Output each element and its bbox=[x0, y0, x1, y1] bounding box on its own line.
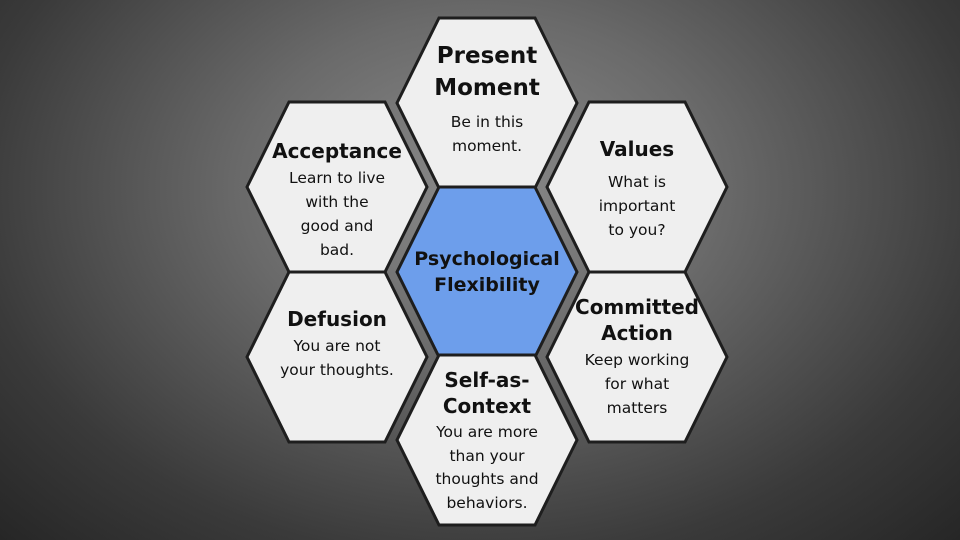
acceptance-description: Learn to live with the good and bad. bbox=[288, 169, 386, 259]
hexagon-shape bbox=[395, 353, 579, 527]
hexagon-shape bbox=[545, 270, 729, 444]
center-title: Psychological Flexibility bbox=[414, 248, 560, 296]
hex-values: Values What is important to you? bbox=[545, 100, 729, 274]
hex-self-as-context: Self-as- Context You are more than your … bbox=[395, 353, 579, 527]
defusion-description: You are not your thoughts. bbox=[280, 337, 394, 379]
hex-present-moment: Present Moment Be in this moment. bbox=[395, 16, 579, 190]
present-moment-title: Present Moment bbox=[434, 43, 540, 101]
self-as-context-title: Self-as- Context bbox=[442, 368, 532, 418]
hex-committed-action: Committed Action Keep working for what m… bbox=[545, 270, 729, 444]
committed-action-title: Committed Action bbox=[575, 295, 699, 345]
committed-action-description: Keep working for what matters bbox=[584, 351, 690, 417]
acceptance-title: Acceptance bbox=[272, 139, 402, 163]
self-as-context-description: You are more than your thoughts and beha… bbox=[435, 423, 539, 512]
values-description: What is important to you? bbox=[598, 173, 676, 239]
values-title: Values bbox=[599, 137, 675, 161]
hexagon-shape bbox=[245, 270, 429, 444]
defusion-title: Defusion bbox=[287, 307, 387, 331]
present-moment-description: Be in this moment. bbox=[450, 113, 524, 155]
hex-defusion: Defusion You are not your thoughts. bbox=[245, 270, 429, 444]
